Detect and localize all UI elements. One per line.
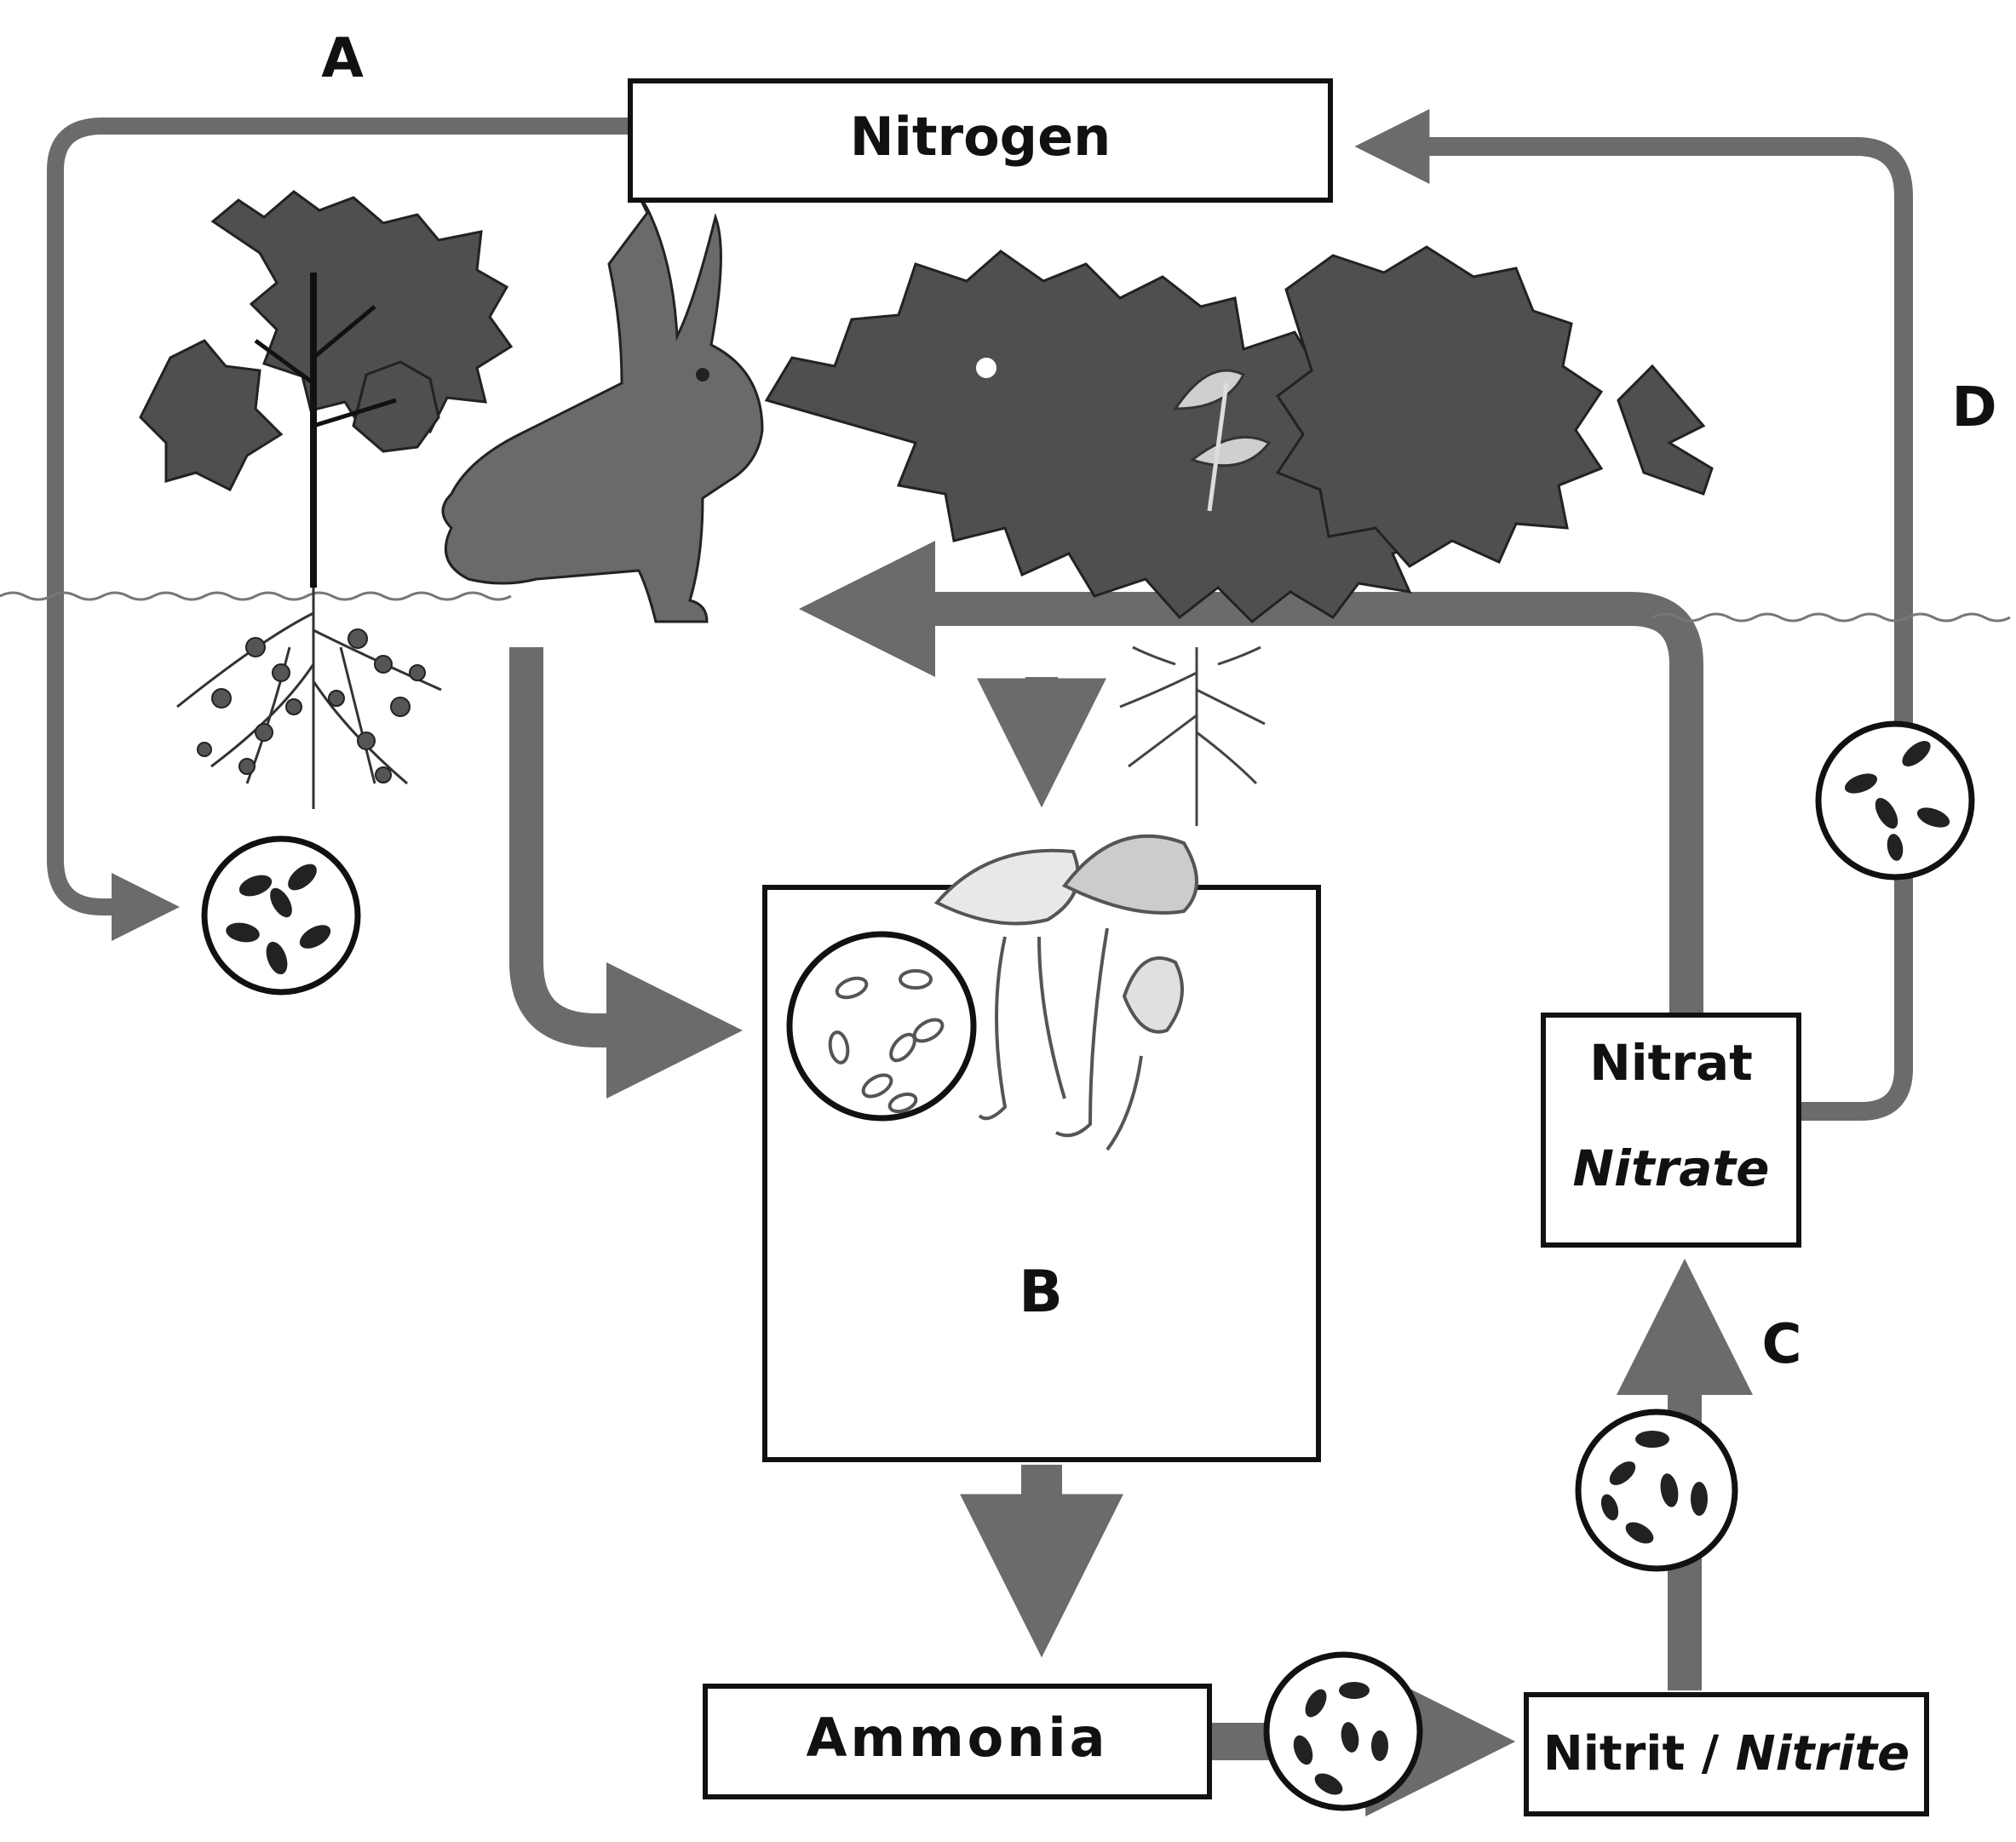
arrow-rabbit-to-decomposers: [526, 647, 681, 1030]
label-c: C: [1762, 1313, 1802, 1376]
ammonia-label: Ammonia: [806, 1707, 1108, 1769]
bacteria-denitrifying-icon: [1818, 724, 1972, 877]
rabbit-icon: [443, 195, 762, 622]
label-a: A: [321, 27, 364, 90]
bacteria-nitrifying-nitrite-icon: [1578, 1412, 1735, 1569]
nitrite-label-main: Nitrit /: [1543, 1726, 1736, 1782]
bacteria-decomposer-icon: [790, 934, 974, 1118]
bacteria-nitrifying-ammonia-icon: [1266, 1655, 1420, 1808]
nitrate-label-line2: Nitrate: [1573, 1139, 1770, 1197]
bushes-icon: [767, 247, 1712, 622]
nitrate-label-line1: Nitrat: [1589, 1034, 1753, 1092]
label-d: D: [1951, 376, 1996, 439]
nitrite-label: Nitrit / Nitrite: [1543, 1726, 1910, 1782]
bush-gap: [976, 358, 997, 378]
nitrite-label-italic: Nitrite: [1736, 1726, 1910, 1782]
bacteria-root-icon: [204, 839, 358, 992]
plant-roots-icon: [1120, 647, 1265, 826]
nitrogen-label: Nitrogen: [850, 106, 1111, 168]
decomposers-box-label: B: [1019, 1259, 1063, 1326]
